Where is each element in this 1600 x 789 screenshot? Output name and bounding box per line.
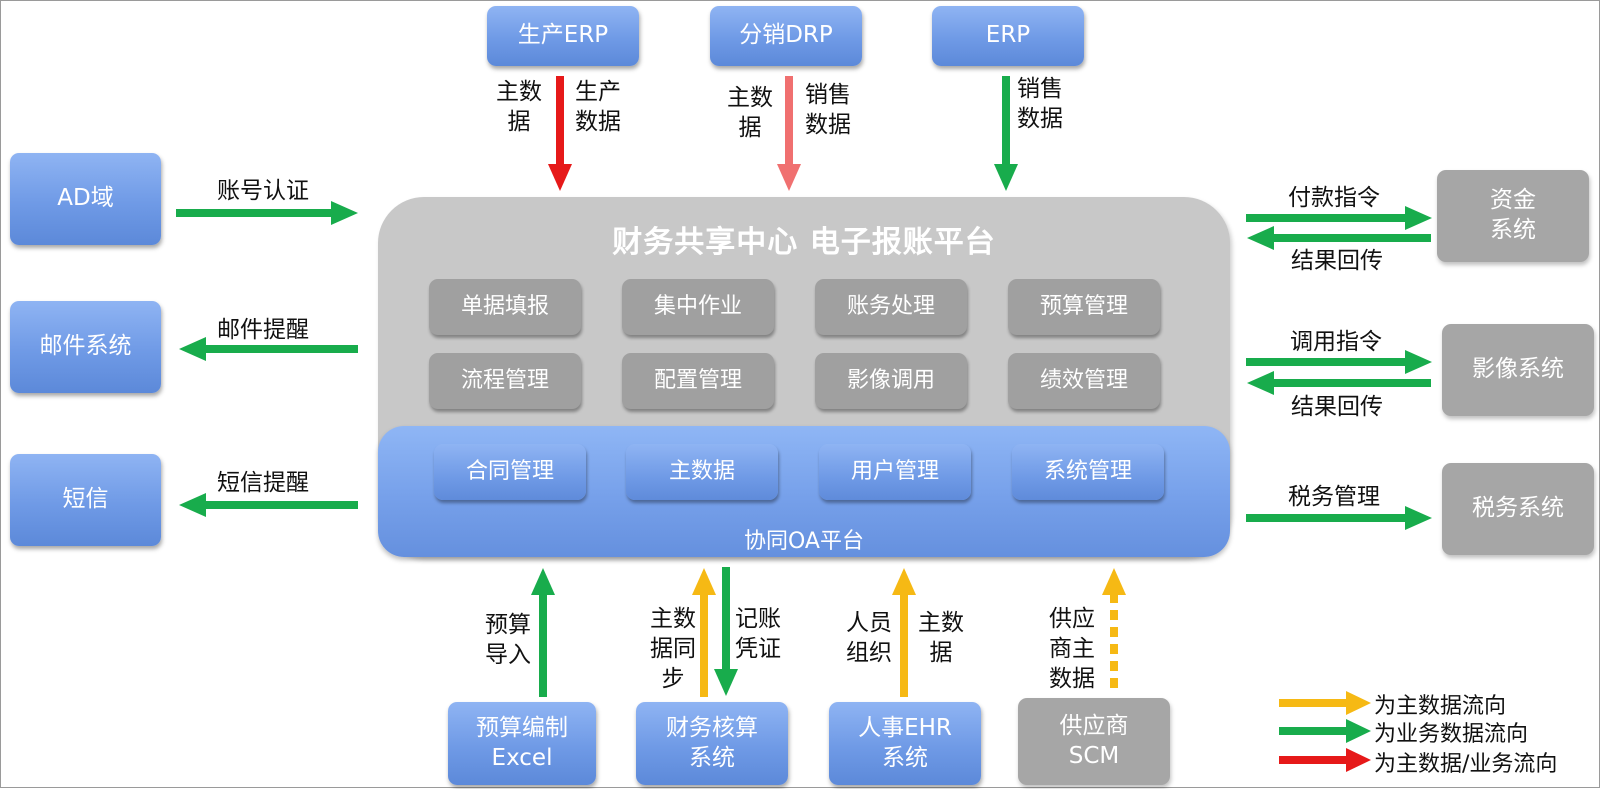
legend-master-data: 为主数据流向	[1374, 694, 1507, 719]
arrow-mail-reminder	[179, 337, 358, 361]
module-process-mgmt: 流程管理	[429, 353, 581, 409]
label-payment-cmd: 付款指令	[1288, 185, 1380, 211]
system-financial-accounting: 财务核算 系统	[636, 702, 788, 785]
system-drp-distribution: 分销DRP	[710, 6, 862, 66]
system-erp: ERP	[932, 6, 1084, 66]
arrow-fund-result	[1247, 226, 1431, 250]
label-erp-sales: 销售 数据	[1017, 76, 1063, 132]
label-production-data: 生产 数据	[575, 79, 621, 135]
system-sms: 短信	[10, 454, 161, 546]
system-fund: 资金 系统	[1437, 170, 1589, 262]
arrow-sms-reminder	[179, 493, 358, 517]
oa-module-master-data: 主数据	[626, 444, 778, 500]
arrow-account-auth	[176, 201, 358, 225]
label-image-result: 结果回传	[1291, 394, 1383, 420]
legend-business-data: 为业务数据流向	[1374, 722, 1529, 747]
arrow-voucher	[714, 567, 738, 696]
system-erp-production: 生产ERP	[487, 6, 639, 66]
label-mail-reminder: 邮件提醒	[217, 317, 309, 343]
label-drp-master: 主数 据	[727, 85, 773, 141]
system-image: 影像系统	[1442, 324, 1594, 416]
label-image-cmd: 调用指令	[1290, 329, 1382, 355]
label-hr-org: 人员 组织	[846, 610, 892, 666]
label-hr-master: 主数 据	[918, 610, 964, 666]
arrow-image-result	[1247, 371, 1431, 395]
arrow-budget-import	[531, 568, 555, 697]
system-supplier-scm: 供应商 SCM	[1018, 698, 1170, 785]
module-bill-entry: 单据填报	[429, 279, 581, 335]
module-budget-mgmt: 预算管理	[1008, 279, 1160, 335]
arrow-image-cmd	[1246, 350, 1432, 374]
oa-module-system-mgmt: 系统管理	[1012, 444, 1164, 500]
platform-title: 财务共享中心 电子报账平台	[612, 225, 996, 260]
system-ad-domain: AD域	[10, 153, 161, 245]
system-budget-excel: 预算编制 Excel	[448, 702, 596, 785]
module-accounting: 账务处理	[815, 279, 967, 335]
system-mail: 邮件系统	[10, 301, 161, 393]
legend-master-business: 为主数据/业务流向	[1374, 752, 1558, 777]
module-config-mgmt: 配置管理	[622, 353, 774, 409]
module-image-call: 影像调用	[815, 353, 967, 409]
legend-arrow-master	[1279, 691, 1371, 715]
label-sms-reminder: 短信提醒	[217, 470, 309, 496]
arrow-hr-master	[892, 568, 916, 697]
arrow-tax-mgmt	[1246, 506, 1432, 530]
arrow-production-data	[548, 76, 572, 191]
arrow-payment-cmd	[1246, 206, 1432, 230]
system-hr-ehr: 人事EHR 系统	[829, 702, 981, 785]
label-fund-result: 结果回传	[1291, 248, 1383, 274]
module-centralized-ops: 集中作业	[622, 279, 774, 335]
oa-module-contract: 合同管理	[434, 444, 586, 500]
oa-platform-title: 协同OA平台	[744, 529, 864, 554]
label-voucher: 记账 凭证	[735, 606, 781, 662]
legend-arrow-both	[1279, 748, 1371, 772]
label-drp-sales: 销售 数据	[805, 82, 851, 138]
arrow-drp-sales-data	[777, 76, 801, 191]
system-tax: 税务系统	[1442, 463, 1594, 555]
module-performance-mgmt: 绩效管理	[1008, 353, 1160, 409]
legend-arrow-business	[1279, 719, 1371, 743]
label-production-master: 主数 据	[496, 79, 542, 135]
label-account-auth: 账号认证	[217, 178, 309, 204]
label-master-data-sync: 主数 据同 步	[650, 606, 696, 692]
arrow-erp-sales-data	[994, 76, 1018, 191]
oa-module-user-mgmt: 用户管理	[819, 444, 971, 500]
label-scm-master: 供应 商主 数据	[1049, 606, 1095, 692]
label-tax-mgmt: 税务管理	[1288, 484, 1380, 510]
arrow-master-data-sync	[692, 568, 716, 697]
arrow-scm-master	[1102, 568, 1126, 695]
label-budget-import: 预算 导入	[485, 612, 531, 668]
